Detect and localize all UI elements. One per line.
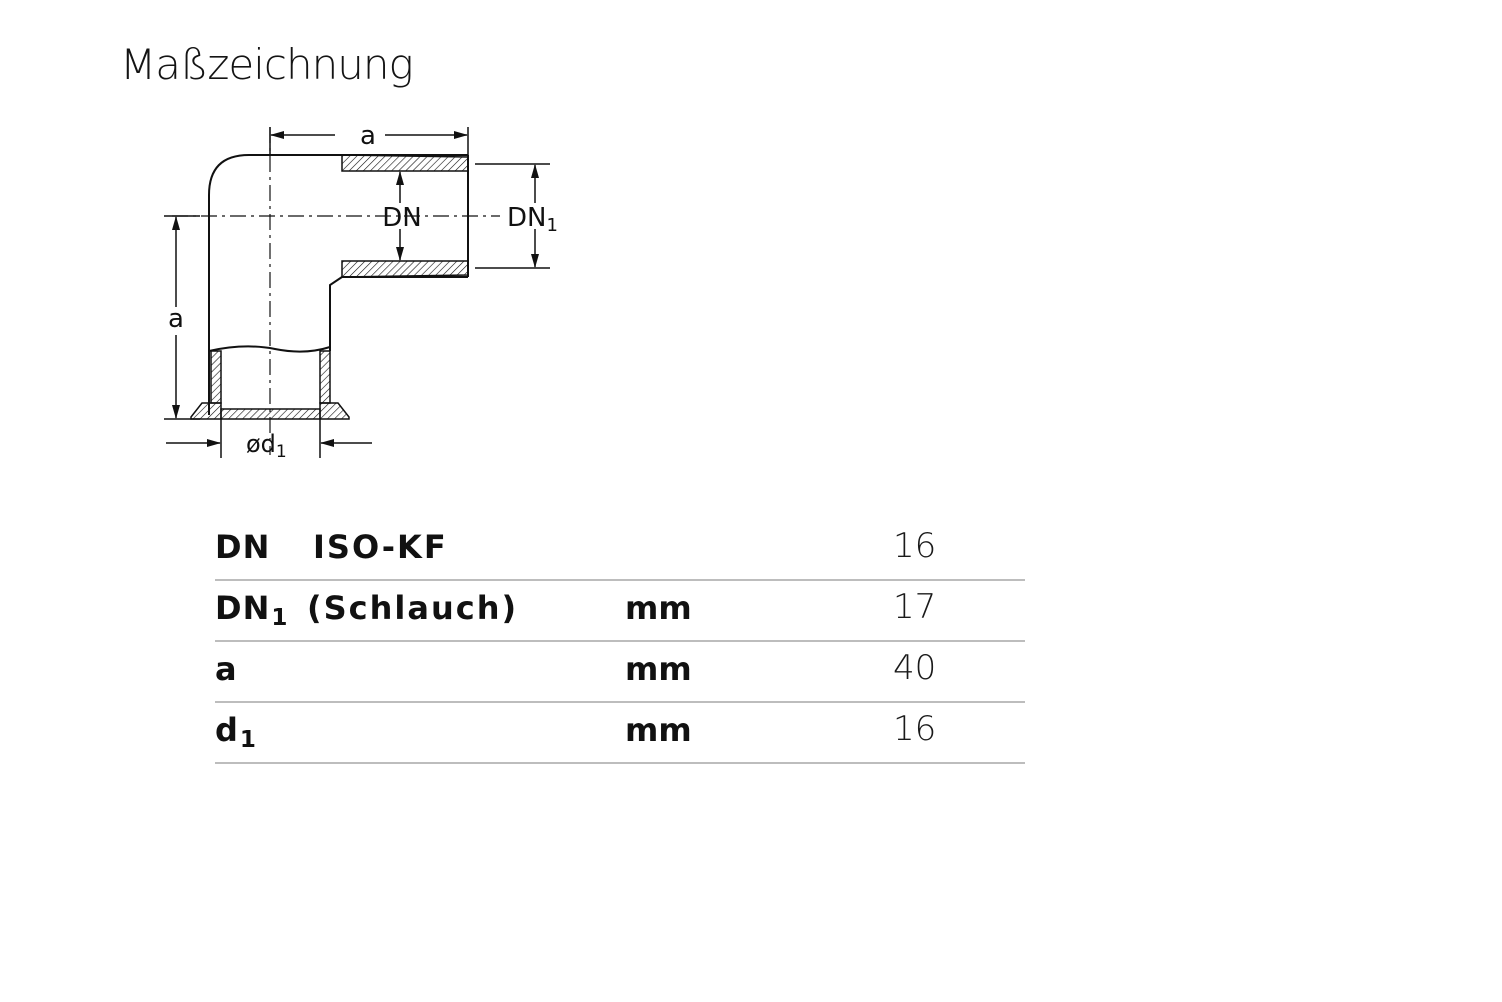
row-param: a — [215, 650, 238, 688]
row-unit: mm — [625, 650, 692, 688]
row-value: 40 — [893, 648, 937, 688]
row-value: 16 — [893, 709, 937, 749]
dimension-a-side-label: a — [168, 304, 184, 334]
row-param-sub: 1 — [271, 605, 289, 632]
row-param-base: d — [215, 711, 239, 749]
dimension-lines — [164, 127, 550, 458]
dimension-dn1-label: DN1 — [507, 203, 558, 236]
table-row: a mm 40 — [215, 642, 1025, 703]
page-title: Maßzeichnung — [120, 40, 414, 89]
row-param-base: DN — [215, 528, 271, 566]
dimension-d1-sub: 1 — [276, 442, 287, 462]
row-param: DN1 — [215, 589, 288, 631]
table-row: DN ISO-KF 16 — [215, 520, 1025, 581]
row-desc: (Schlauch) — [307, 589, 519, 627]
dimension-dn1-base: DN — [507, 203, 546, 233]
dimension-d1-label: ød1 — [246, 430, 287, 462]
dimension-dn1-sub: 1 — [546, 215, 557, 236]
dimension-a-top-label: a — [360, 121, 376, 151]
row-param-base: a — [215, 650, 238, 688]
row-desc: ISO-KF — [313, 528, 448, 566]
row-param-sub: 1 — [239, 727, 257, 754]
table-row: d1 mm 16 — [215, 703, 1025, 764]
row-value: 17 — [893, 587, 937, 627]
elbow-outline — [208, 154, 469, 415]
elbow-dimension-drawing: a DN DN1 a ød1 — [164, 121, 558, 462]
row-param: DN — [215, 528, 270, 566]
table-row: DN1 (Schlauch) mm 17 — [215, 581, 1025, 642]
row-param-base: DN — [215, 589, 271, 627]
row-unit: mm — [625, 711, 692, 749]
row-unit: mm — [625, 589, 692, 627]
spec-table: DN ISO-KF 16 DN1 (Schlauch) mm 17 a mm 4… — [215, 520, 1025, 764]
row-param: d1 — [215, 711, 257, 753]
dimension-d1-base: ød — [246, 430, 276, 458]
dimension-dn-label: DN — [382, 203, 421, 233]
centerlines — [172, 127, 500, 455]
row-value: 16 — [893, 526, 937, 566]
